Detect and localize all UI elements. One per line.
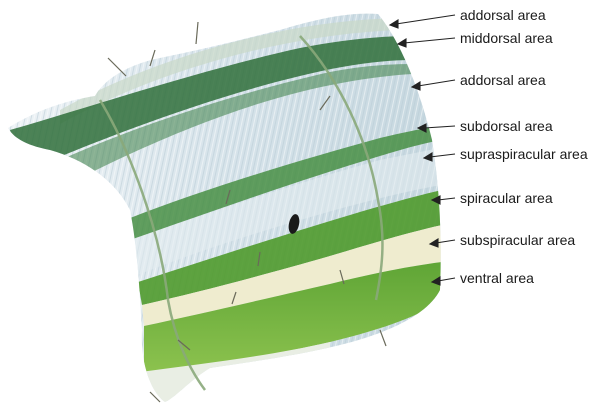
label-addorsal-lower: addorsal area bbox=[460, 72, 546, 88]
label-middorsal: middorsal area bbox=[460, 30, 553, 46]
label-addorsal-top: addorsal area bbox=[460, 7, 546, 23]
label-subspiracular: subspiracular area bbox=[460, 232, 575, 248]
label-spiracular: spiracular area bbox=[460, 190, 553, 206]
label-ventral: ventral area bbox=[460, 270, 534, 286]
label-supraspiracular: supraspiracular area bbox=[460, 146, 588, 162]
label-subdorsal: subdorsal area bbox=[460, 118, 553, 134]
